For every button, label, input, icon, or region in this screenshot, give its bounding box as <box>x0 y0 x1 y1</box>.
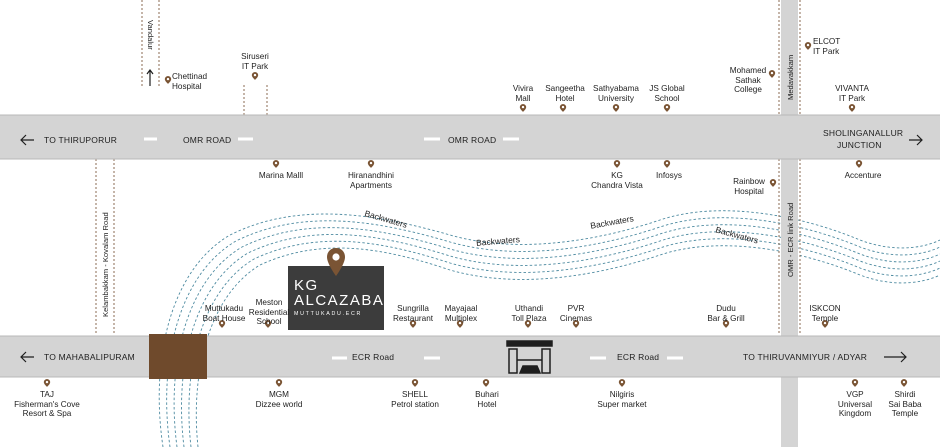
landmark-pin-icon <box>272 160 280 168</box>
landmark-label: JS Global School <box>649 84 685 103</box>
omr-road-label-2: OMR ROAD <box>448 135 497 145</box>
project-logo: KG ALCAZABA MUTTUKADU.ECR <box>288 266 384 330</box>
landmark-pin-icon <box>251 72 259 80</box>
landmark-pin-icon <box>848 104 856 112</box>
landmark-label: Marina Malll <box>258 171 304 180</box>
landmark-pin-icon <box>164 76 172 84</box>
landmark-label: Meston Residential School <box>248 298 290 327</box>
project-name-line1: KG <box>294 277 319 294</box>
bridge <box>149 334 207 379</box>
landmark-label: Sungrilla Restaurant <box>392 304 434 323</box>
project-location: MUTTUKADU.ECR <box>294 311 363 317</box>
landmark-label: Uthandi Toll Plaza <box>511 304 547 323</box>
landmark-label: VIVANTA IT Park <box>835 84 869 103</box>
kelambakkam-label: Kelambakkam - Kovalam Road <box>101 212 110 317</box>
landmark-pin-icon <box>855 160 863 168</box>
landmark-label: KG Chandra Vista <box>591 171 643 190</box>
landmark-pin-icon <box>663 160 671 168</box>
landmark-label: VGP Universal Kingdom <box>837 390 873 419</box>
landmark-label: Buhari Hotel <box>475 390 499 409</box>
landmark-label: Sathyabama University <box>593 84 639 103</box>
landmark-pin-icon <box>409 320 417 328</box>
landmark-label: TAJ Fisherman's Cove Resort & Spa <box>14 390 80 419</box>
project-name-line2: ALCAZABA <box>294 292 385 309</box>
landmark-pin-icon <box>264 320 272 328</box>
landmark-pin-icon <box>851 379 859 387</box>
landmark-label: Rainbow Hospital <box>733 177 765 196</box>
landmark-label: Siruseri IT Park <box>241 52 269 71</box>
landmark-pin-icon <box>367 160 375 168</box>
landmark-label: SHELL Petrol station <box>391 390 439 409</box>
omr-ecr-link-label: OMR - ECR link Road <box>786 202 795 277</box>
landmark-pin-icon <box>900 379 908 387</box>
to-mahabalipuram-label: TO MAHABALIPURAM <box>44 352 135 362</box>
medavakkam-label: Medavakkam <box>786 54 795 100</box>
landmark-pin-icon <box>769 179 777 187</box>
landmark-label: ISKCON Temple <box>809 304 841 323</box>
landmark-pin-icon <box>411 379 419 387</box>
landmark-label: Mayajaal Multiplex <box>444 304 478 323</box>
landmark-pin-icon <box>663 104 671 112</box>
secondary-roads <box>95 0 801 335</box>
project-location-pin-icon <box>327 248 345 276</box>
omr-road-label-1: OMR ROAD <box>183 135 232 145</box>
toll-plaza-icon <box>506 340 553 374</box>
landmark-pin-icon <box>612 104 620 112</box>
landmark-pin-icon <box>613 160 621 168</box>
ecr-road-label-2: ECR Road <box>617 352 660 362</box>
landmark-pin-icon <box>519 104 527 112</box>
backwaters-channel <box>158 210 940 447</box>
omr-ecr-link-road <box>781 0 798 447</box>
landmark-pin-icon <box>524 320 532 328</box>
landmark-label: Dudu Bar & Grill <box>707 304 745 323</box>
landmark-label: ELCOT IT Park <box>813 37 841 56</box>
landmark-label: Accenture <box>844 171 882 180</box>
landmark-pin-icon <box>275 379 283 387</box>
landmark-pin-icon <box>218 320 226 328</box>
to-thiruporur-label: TO THIRUPORUR <box>44 135 118 145</box>
landmark-label: Muttukadu Boat House <box>202 304 246 323</box>
landmark-pin-icon <box>43 379 51 387</box>
landmark-label: PVR Cinemas <box>559 304 593 323</box>
landmark-pin-icon <box>804 42 812 50</box>
landmark-label: MGM Dizzee world <box>255 390 303 409</box>
landmark-label: Hiranandhini Apartments <box>348 171 394 190</box>
landmark-pin-icon <box>821 320 829 328</box>
landmark-label: Sangeetha Hotel <box>545 84 585 103</box>
landmark-label: Infosys <box>656 171 682 180</box>
landmark-pin-icon <box>559 104 567 112</box>
landmark-label: Chettinad Hospital <box>172 72 208 91</box>
landmark-label: Shirdi Sai Baba Temple <box>888 390 922 419</box>
landmark-pin-icon <box>722 320 730 328</box>
to-thiruvanmiyur-label: TO THIRUVANMIYUR / ADYAR <box>743 352 868 362</box>
ecr-road-label-1: ECR Road <box>352 352 395 362</box>
landmark-pin-icon <box>768 70 776 78</box>
landmark-pin-icon <box>572 320 580 328</box>
landmark-pin-icon <box>618 379 626 387</box>
landmark-label: Vivira Mall <box>512 84 534 103</box>
direction-arrows <box>20 69 923 363</box>
landmark-pin-icon <box>456 320 464 328</box>
sholinganallur-label-1: SHOLINGANALLUR <box>823 128 904 138</box>
vandalur-label: Vandalur <box>146 20 155 50</box>
landmark-label: Mohamed Sathak College <box>729 66 767 95</box>
omr-road <box>0 114 940 160</box>
sholinganallur-label-2: JUNCTION <box>837 140 882 150</box>
landmark-pin-icon <box>482 379 490 387</box>
landmark-label: Nilgiris Super market <box>597 390 647 409</box>
